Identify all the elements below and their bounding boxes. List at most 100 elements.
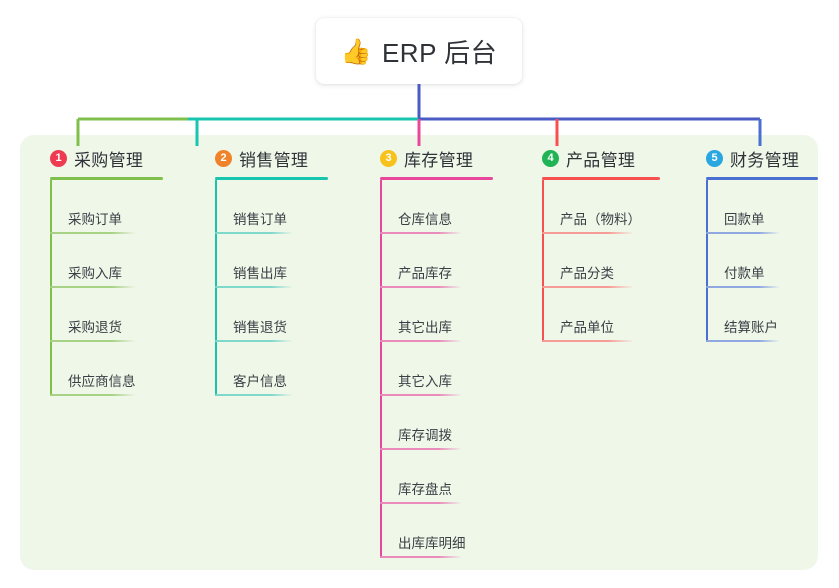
list-item[interactable]: 客户信息 (197, 342, 315, 396)
column-item-list: 仓库信息产品库存其它出库其它入库库存调拨库存盘点出库库明细 (362, 180, 480, 558)
thumbs-up-icon: 👍 (340, 37, 372, 66)
list-item-label: 库存盘点 (398, 481, 452, 497)
column-item-list: 产品（物料） 产品分类产品单位 (524, 180, 646, 342)
list-item[interactable]: 仓库信息 (362, 180, 480, 234)
list-item[interactable]: 采购订单 (32, 180, 160, 234)
column-header-4[interactable]: 4 产品管理 (524, 146, 646, 170)
column-3: 3 库存管理仓库信息产品库存其它出库其它入库库存调拨库存盘点出库库明细 (362, 146, 493, 558)
list-item-label: 其它出库 (398, 319, 452, 335)
list-item-label: 采购订单 (68, 211, 122, 227)
list-item-rule (50, 394, 136, 396)
list-item-rule (50, 232, 136, 234)
list-item-label: 回款单 (724, 211, 765, 227)
list-item-label: 销售订单 (233, 211, 287, 227)
list-item-rule (542, 286, 634, 288)
column-index-badge: 2 (215, 149, 232, 167)
list-item-rule (215, 340, 293, 342)
column-header-3[interactable]: 3 库存管理 (362, 146, 480, 170)
column-title: 财务管理 (730, 150, 800, 170)
column-index-badge: 5 (706, 149, 723, 167)
column-spine (380, 180, 382, 558)
column-index-badge: 3 (380, 149, 397, 167)
column-item-list: 销售订单销售出库销售退货客户信息 (197, 180, 315, 396)
list-item-rule (380, 394, 462, 396)
list-item-rule (542, 232, 634, 234)
list-item[interactable]: 供应商信息 (32, 342, 160, 396)
list-item[interactable]: 其它出库 (362, 288, 480, 342)
list-item-label: 产品（物料） (560, 211, 641, 227)
list-item-label: 产品单位 (560, 319, 614, 335)
column-item-list: 采购订单采购入库采购退货供应商信息 (32, 180, 160, 396)
list-item-label: 客户信息 (233, 373, 287, 389)
list-item[interactable]: 销售出库 (197, 234, 315, 288)
list-item[interactable]: 产品（物料） (524, 180, 646, 234)
list-item-label: 产品库存 (398, 265, 452, 281)
list-item-label: 采购退货 (68, 319, 122, 335)
column-title: 库存管理 (404, 150, 474, 170)
list-item[interactable]: 库存调拨 (362, 396, 480, 450)
list-item-rule (706, 340, 780, 342)
list-item-label: 结算账户 (724, 319, 778, 335)
list-item[interactable]: 出库库明细 (362, 504, 480, 558)
column-header-1[interactable]: 1 采购管理 (32, 146, 160, 170)
column-header-rule (706, 177, 818, 180)
list-item[interactable]: 销售退货 (197, 288, 315, 342)
list-item-label: 采购入库 (68, 265, 122, 281)
list-item-rule (380, 556, 462, 558)
column-title: 产品管理 (566, 150, 636, 170)
column-spine (706, 180, 708, 342)
list-item-rule (215, 286, 293, 288)
list-item-rule (380, 502, 462, 504)
root-node-card[interactable]: 👍 ERP 后台 (316, 18, 522, 84)
list-item-label: 产品分类 (560, 265, 614, 281)
list-item-rule (215, 232, 293, 234)
list-item-label: 付款单 (724, 265, 765, 281)
list-item-rule (706, 232, 780, 234)
list-item-rule (706, 286, 780, 288)
root-node-title: ERP 后台 (381, 37, 498, 68)
list-item-rule (380, 448, 462, 450)
list-item[interactable]: 采购入库 (32, 234, 160, 288)
column-5: 5 财务管理回款单付款单结算账户 (688, 146, 818, 342)
column-index-badge: 1 (50, 149, 67, 167)
list-item[interactable]: 回款单 (688, 180, 806, 234)
column-header-rule (542, 177, 660, 180)
column-1: 1 采购管理采购订单采购入库采购退货供应商信息 (32, 146, 163, 396)
list-item[interactable]: 产品单位 (524, 288, 646, 342)
list-item[interactable]: 其它入库 (362, 342, 480, 396)
column-header-2[interactable]: 2 销售管理 (197, 146, 315, 170)
list-item-rule (380, 232, 462, 234)
list-item[interactable]: 采购退货 (32, 288, 160, 342)
column-4: 4 产品管理产品（物料） 产品分类产品单位 (524, 146, 660, 342)
list-item-label: 销售退货 (233, 319, 287, 335)
column-header-rule (215, 177, 328, 180)
column-title: 采购管理 (74, 150, 144, 170)
list-item[interactable]: 库存盘点 (362, 450, 480, 504)
list-item-label: 仓库信息 (398, 211, 452, 227)
list-item-label: 销售出库 (233, 265, 287, 281)
column-header-rule (50, 177, 163, 180)
diagram-panel (20, 135, 818, 570)
list-item-label: 供应商信息 (68, 373, 136, 389)
list-item-rule (215, 394, 293, 396)
list-item-rule (542, 340, 634, 342)
list-item[interactable]: 销售订单 (197, 180, 315, 234)
list-item-rule (50, 286, 136, 288)
column-title: 销售管理 (239, 150, 309, 170)
column-spine (215, 180, 217, 396)
column-header-rule (380, 177, 493, 180)
column-item-list: 回款单付款单结算账户 (688, 180, 806, 342)
list-item-label: 库存调拨 (398, 427, 452, 443)
list-item-label: 出库库明细 (398, 535, 466, 551)
column-spine (50, 180, 52, 396)
list-item-rule (380, 286, 462, 288)
column-spine (542, 180, 544, 342)
list-item-label: 其它入库 (398, 373, 452, 389)
list-item[interactable]: 产品分类 (524, 234, 646, 288)
list-item[interactable]: 结算账户 (688, 288, 806, 342)
column-index-badge: 4 (542, 149, 559, 167)
list-item[interactable]: 产品库存 (362, 234, 480, 288)
list-item[interactable]: 付款单 (688, 234, 806, 288)
column-header-5[interactable]: 5 财务管理 (688, 146, 806, 170)
